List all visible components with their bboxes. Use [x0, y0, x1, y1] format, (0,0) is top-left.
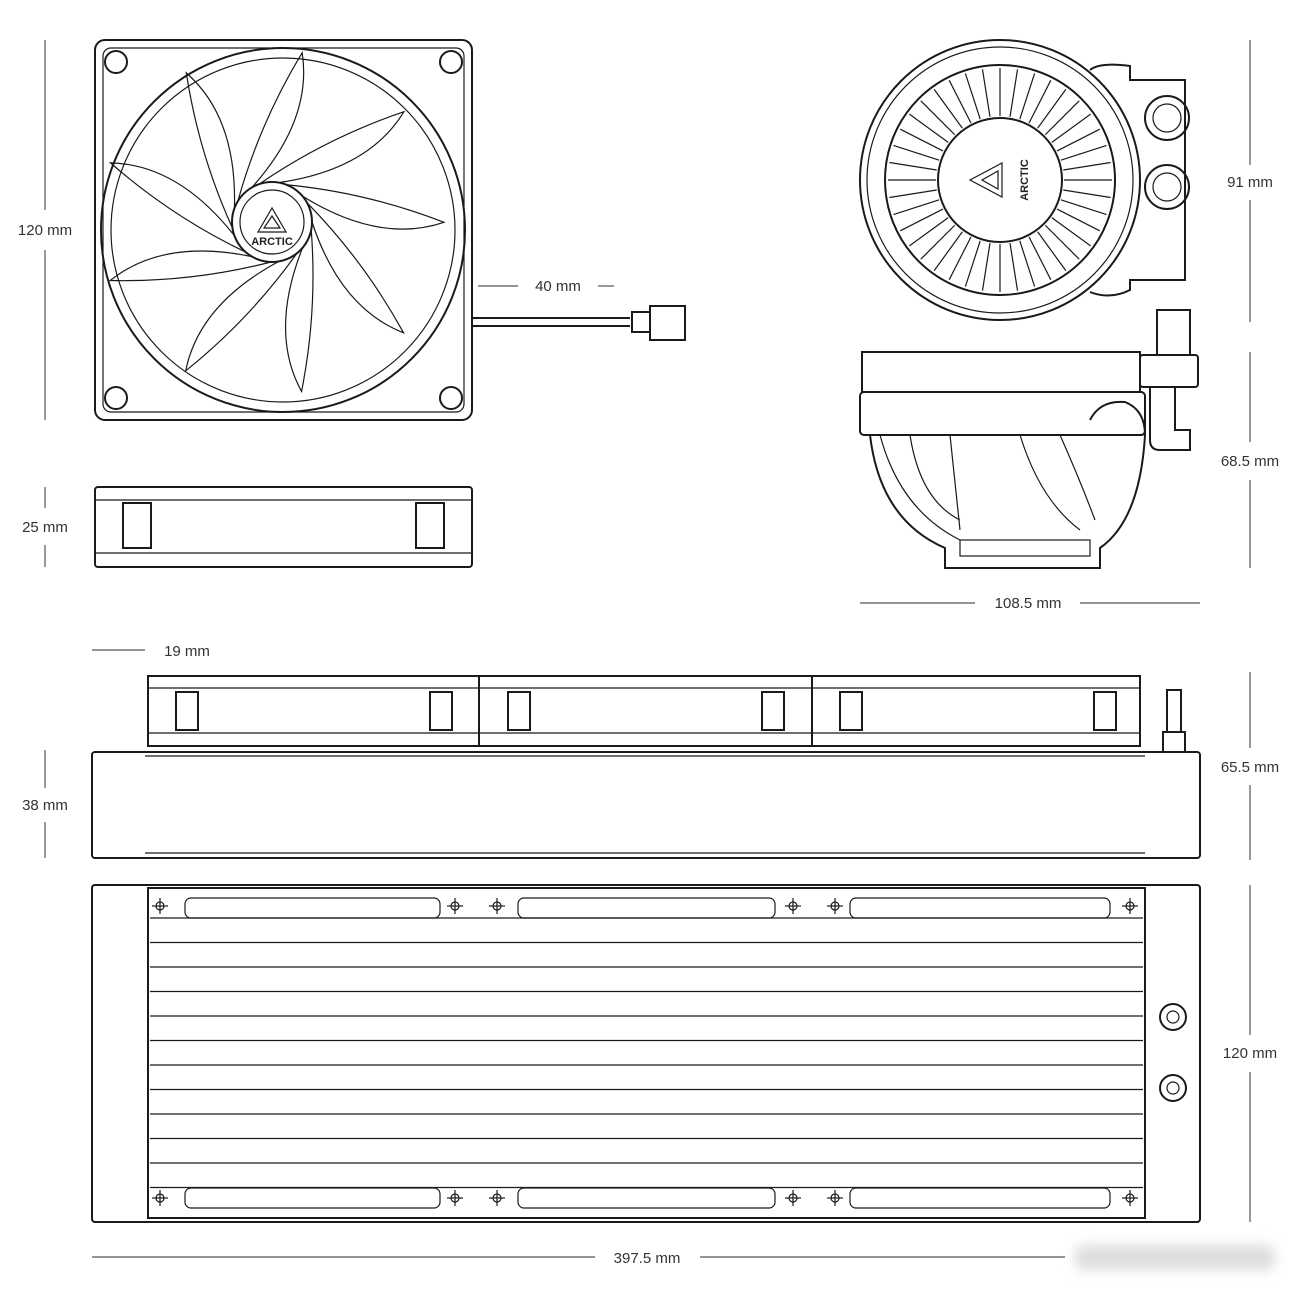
pump-fins [888, 68, 1112, 292]
pump-fin [964, 73, 981, 120]
fan-thickness-label: 25 mm [22, 519, 68, 536]
pump-fin [933, 231, 963, 271]
pump-fin [899, 128, 944, 152]
pump-fin [1063, 189, 1111, 199]
fan-blades [108, 50, 446, 394]
cable-connector-sleeve [631, 311, 651, 333]
arctic-logo-icon [968, 162, 1003, 198]
pump-fin [909, 217, 949, 247]
fan-logo-text: ARCTIC [251, 236, 293, 248]
fan-side-view [94, 486, 473, 568]
radiator-side-view [91, 675, 1201, 859]
pump-fin [1019, 240, 1036, 287]
pump-fin [920, 100, 956, 136]
fan-mount-area [184, 897, 441, 919]
pump-fin [1028, 236, 1052, 281]
radiator-length-label: 397.5 mm [614, 1250, 681, 1267]
pump-fin [1037, 89, 1067, 129]
fan-blade [108, 162, 246, 253]
fan-height-label: 120 mm [18, 222, 72, 239]
pump-depth-label: 68.5 mm [1221, 453, 1279, 470]
fan-blade [237, 50, 305, 202]
fan-blade [306, 202, 405, 334]
pump-fin [1060, 199, 1107, 216]
radiator-width-label: 120 mm [1223, 1045, 1277, 1062]
pump-fin [1044, 224, 1080, 260]
pump-fin [1009, 69, 1019, 117]
pump-fin [1009, 243, 1019, 291]
pump-fin [1037, 231, 1067, 271]
pump-fin [889, 189, 937, 199]
radiator-thickness-label: 38 mm [22, 797, 68, 814]
pump-top-view: ARCTIC [859, 39, 1190, 321]
pump-fin [893, 199, 940, 216]
pump-fin [1051, 217, 1091, 247]
pump-fin [1051, 113, 1091, 143]
radiator-fins [150, 897, 1143, 1209]
fan-blade [108, 250, 272, 282]
pump-width-label: 108.5 mm [995, 595, 1062, 612]
arctic-logo-icon [256, 206, 288, 233]
pump-fin [933, 89, 963, 129]
fan-front-view: ARCTIC [94, 39, 686, 421]
pump-fin [893, 144, 940, 161]
cable-length-label: 40 mm [535, 278, 581, 295]
pump-fin [1056, 208, 1101, 232]
pump-fin [899, 208, 944, 232]
pump-fin [889, 161, 937, 171]
pump-fin [981, 243, 991, 291]
fan-blade [258, 110, 406, 185]
fan-connector-icon [649, 305, 686, 341]
pump-fin [920, 224, 956, 260]
pump-fin [1019, 73, 1036, 120]
fan-mount-area [184, 1187, 441, 1209]
fan-blade [185, 71, 236, 229]
pump-logo-text: ARCTIC [1019, 159, 1031, 201]
fan-blade [286, 184, 446, 230]
pump-fin [1056, 128, 1101, 152]
pump-fin [1044, 100, 1080, 136]
fan-mount-area [849, 897, 1111, 919]
fan-mount-area [517, 897, 776, 919]
radiator-top-view [91, 884, 1201, 1223]
pump-fin [1028, 79, 1052, 124]
fan-mount-area [849, 1187, 1111, 1209]
fan-blade [285, 229, 314, 394]
fan-blade [184, 252, 298, 373]
pump-fin [948, 236, 972, 281]
pump-fin [1063, 161, 1111, 171]
radiator-with-fans-label: 65.5 mm [1221, 759, 1279, 776]
fan-mount-area [517, 1187, 776, 1209]
pump-fin [1060, 144, 1107, 161]
dimension-lines [44, 40, 1251, 1258]
fitting-offset-label: 19 mm [164, 643, 210, 660]
pump-fin [964, 240, 981, 287]
pump-fin [948, 79, 972, 124]
blurred-watermark [1075, 1245, 1275, 1270]
pump-fin [981, 69, 991, 117]
pump-side-view [859, 309, 1199, 569]
pump-fin [909, 113, 949, 143]
pump-height-label: 91 mm [1227, 174, 1273, 191]
